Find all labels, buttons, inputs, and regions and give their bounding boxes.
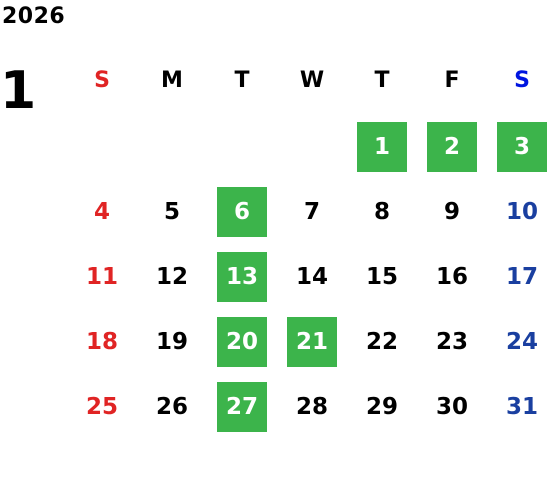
- day-cell[interactable]: 24: [505, 328, 538, 355]
- day-cell[interactable]: 25: [85, 393, 118, 420]
- day-cell[interactable]: 5: [163, 198, 180, 225]
- day-cell[interactable]: 11: [85, 263, 118, 290]
- highlighted-day-cell[interactable]: 2: [427, 121, 477, 172]
- highlighted-day-cell[interactable]: 6: [217, 186, 267, 237]
- day-cell[interactable]: 9: [443, 198, 460, 225]
- day-cell[interactable]: 30: [435, 393, 468, 420]
- day-cell[interactable]: 15: [365, 263, 398, 290]
- empty-day-cell: [207, 122, 277, 172]
- day-cell[interactable]: 18: [85, 328, 118, 355]
- weekday-header-monday: M: [161, 67, 183, 93]
- highlighted-day-cell[interactable]: 27: [217, 381, 267, 432]
- day-cell[interactable]: 14: [295, 263, 328, 290]
- weekday-header-thursday: T: [374, 67, 390, 93]
- day-cell[interactable]: 28: [295, 393, 328, 420]
- day-cell[interactable]: 12: [155, 263, 188, 290]
- week-row: 18 19 20 21 22 23 24: [67, 309, 548, 374]
- weekday-header-saturday: S: [514, 67, 530, 93]
- weekday-header-friday: F: [444, 67, 460, 93]
- day-cell[interactable]: 10: [505, 198, 538, 225]
- empty-day-cell: [277, 122, 347, 172]
- day-cell[interactable]: 22: [365, 328, 398, 355]
- week-row: 25 26 27 28 29 30 31: [67, 374, 548, 439]
- weekday-header-sunday: S: [94, 67, 110, 93]
- day-cell[interactable]: 17: [505, 263, 538, 290]
- year-label: 2026: [2, 4, 66, 29]
- highlighted-day-cell[interactable]: 3: [497, 121, 547, 172]
- day-cell[interactable]: 19: [155, 328, 188, 355]
- day-cell[interactable]: 4: [93, 198, 110, 225]
- day-cell[interactable]: 7: [303, 198, 320, 225]
- day-cell[interactable]: 8: [373, 198, 390, 225]
- highlighted-day-cell[interactable]: 21: [287, 316, 337, 367]
- day-cell[interactable]: 31: [505, 393, 538, 420]
- day-cell[interactable]: 16: [435, 263, 468, 290]
- highlighted-day-cell[interactable]: 13: [217, 251, 267, 302]
- empty-day-cell: [137, 122, 207, 172]
- empty-day-cell: [67, 122, 137, 172]
- week-row: 4 5 6 7 8 9 10: [67, 179, 548, 244]
- week-row: 11 12 13 14 15 16 17: [67, 244, 548, 309]
- day-cell[interactable]: 23: [435, 328, 468, 355]
- weekday-header: S M T W T F S: [67, 46, 548, 114]
- day-cell[interactable]: 29: [365, 393, 398, 420]
- weekday-header-wednesday: W: [299, 67, 325, 93]
- day-cell[interactable]: 26: [155, 393, 188, 420]
- weekday-header-tuesday: T: [234, 67, 250, 93]
- highlighted-day-cell[interactable]: 1: [357, 121, 407, 172]
- month-label: 1: [0, 61, 37, 121]
- highlighted-day-cell[interactable]: 20: [217, 316, 267, 367]
